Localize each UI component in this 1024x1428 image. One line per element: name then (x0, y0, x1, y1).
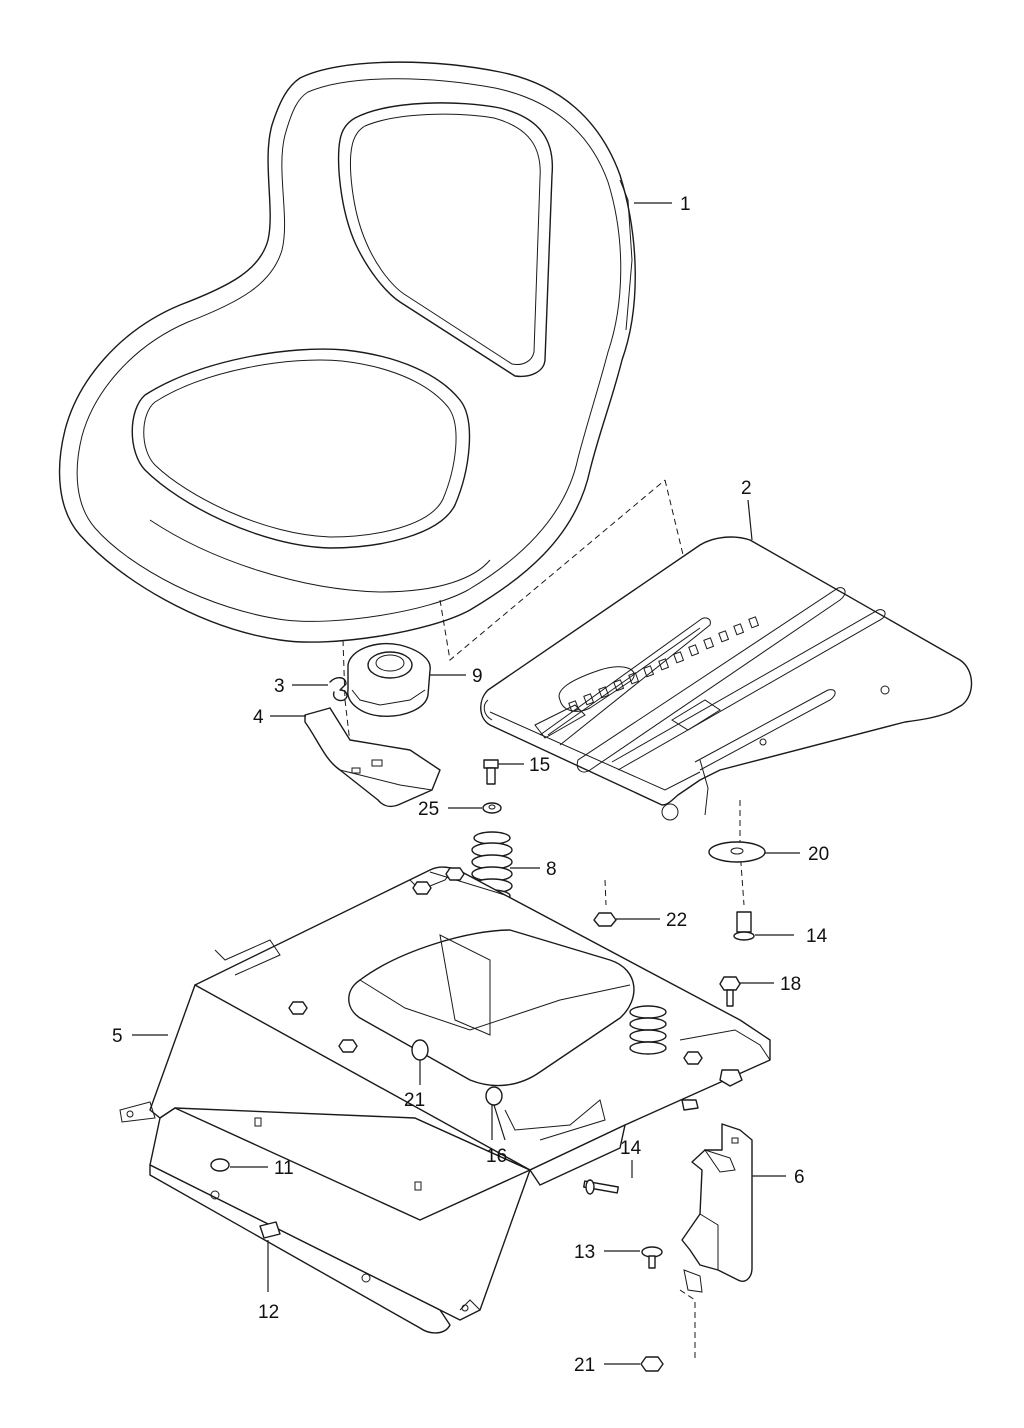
callout-25: 25 (418, 799, 482, 820)
callout-label: 22 (666, 910, 687, 931)
callout-label: 12 (258, 1302, 279, 1323)
callout-18: 18 (740, 974, 801, 995)
callout-8: 8 (510, 859, 557, 880)
callout-2: 2 (741, 478, 753, 541)
callout-label: 25 (418, 799, 439, 820)
callout-6: 6 (752, 1167, 805, 1188)
seat-switch-part-9 (347, 643, 431, 717)
callout-label: 1 (680, 194, 691, 215)
callout-label: 6 (794, 1167, 805, 1188)
callout-label: 5 (112, 1026, 123, 1047)
callout-16: 16 (486, 1104, 507, 1167)
callout-label: 13 (574, 1242, 595, 1263)
nut-part-21-lower (640, 1356, 664, 1372)
pin-part-14-upper (733, 911, 755, 941)
callout-14-lower: 14 (620, 1138, 642, 1178)
callout-label: 9 (472, 666, 483, 687)
callout-13: 13 (574, 1242, 640, 1263)
seat-part-1 (58, 61, 636, 643)
callout-1: 1 (634, 194, 691, 215)
callout-5: 5 (112, 1026, 168, 1047)
callout-4: 4 (253, 707, 306, 728)
callout-label: 4 (253, 707, 264, 728)
callout-14-upper: 14 (755, 926, 828, 947)
callout-label: 2 (741, 478, 752, 499)
pin-part-14-lower (583, 1179, 619, 1195)
spring-right (629, 1005, 667, 1055)
plug-part-11 (210, 1158, 230, 1172)
clip-part-3 (329, 677, 348, 702)
bracket-part-4 (304, 707, 441, 808)
callout-label: 14 (806, 926, 828, 947)
callout-label: 14 (620, 1138, 642, 1159)
callout-21-lower: 21 (574, 1355, 640, 1376)
callout-15: 15 (498, 755, 550, 776)
bolt-part-15 (483, 759, 499, 785)
callout-3: 3 (274, 676, 328, 697)
seat-plate-part-2 (480, 536, 973, 821)
callout-label: 21 (574, 1355, 595, 1376)
callout-label: 21 (404, 1090, 425, 1111)
callout-label: 16 (486, 1146, 507, 1167)
washer-part-25 (482, 802, 502, 814)
callout-9: 9 (430, 666, 483, 687)
frame-part-5 (119, 866, 771, 1334)
callout-21-upper: 21 (404, 1060, 425, 1111)
rivet-part-13 (641, 1246, 663, 1269)
callout-label: 3 (274, 676, 285, 697)
callout-11: 11 (230, 1158, 294, 1179)
pad-part-20 (708, 841, 766, 863)
callout-label: 20 (808, 844, 829, 865)
callout-label: 11 (274, 1158, 294, 1179)
frame-hardware (288, 867, 743, 1111)
plate-slot-row (568, 616, 760, 713)
callout-12: 12 (258, 1240, 279, 1323)
callout-20: 20 (765, 844, 829, 865)
nut-part-22 (593, 912, 617, 927)
screw-part-18 (719, 976, 741, 1007)
callout-label: 15 (529, 755, 550, 776)
callout-label: 8 (546, 859, 557, 880)
callout-label: 18 (780, 974, 801, 995)
clip-part-12 (259, 1221, 281, 1239)
callout-22: 22 (616, 910, 687, 931)
bracket-part-6 (681, 1123, 753, 1293)
